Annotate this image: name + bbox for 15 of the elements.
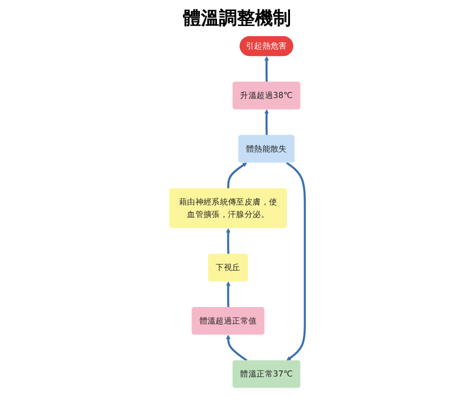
- node-box: 體溫超過正常值: [192, 307, 264, 335]
- node-box: 體熱能散失: [238, 134, 295, 163]
- arrow: [226, 281, 230, 308]
- arrow: [286, 162, 306, 361]
- node-box: 藉由神經系統傳至皮膚，使血管擴張，汗腺分泌。: [169, 188, 287, 228]
- node-box: 下視丘: [208, 254, 248, 282]
- arrow: [264, 56, 269, 82]
- arrow: [264, 109, 269, 136]
- diagram-title: 體溫調整機制: [182, 7, 292, 30]
- arrow: [227, 162, 247, 188]
- node-box: 升溫超過38℃: [232, 82, 300, 110]
- arrow: [226, 334, 248, 362]
- arrow: [226, 228, 230, 254]
- node-box: 引起熱危害: [240, 36, 294, 56]
- node-box: 體溫正常37℃: [232, 360, 300, 388]
